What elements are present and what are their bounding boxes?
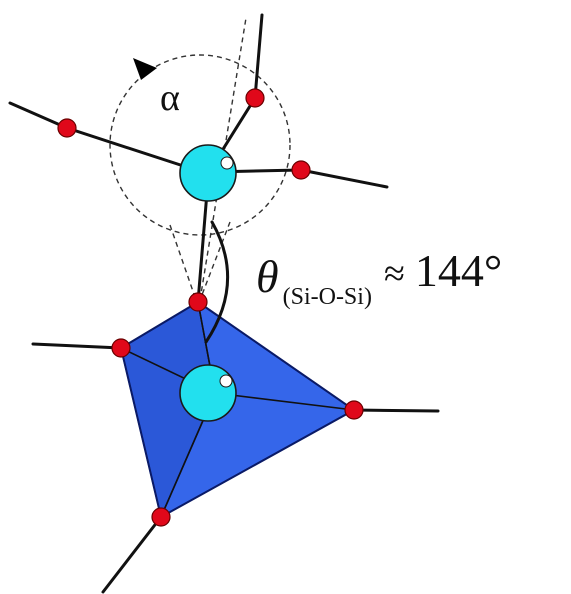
bond-external-bottom-lower (101, 515, 163, 594)
rotation-label-alpha: α (160, 77, 180, 119)
bond-upper-o-top-external (253, 13, 264, 100)
silicon-highlight-upper (220, 156, 234, 170)
oxygen-atom-lower-bottom (151, 507, 171, 527)
oxygen-atom-lower-left (111, 338, 131, 358)
oxygen-atom-bridge (188, 292, 208, 312)
angle-relation: ≈ (384, 253, 405, 295)
projection-line-left (169, 224, 197, 301)
angle-symbol: θ (256, 251, 279, 302)
oxygen-atom-upper-top (245, 88, 265, 108)
silicon-highlight-lower (219, 374, 233, 388)
silicon-atom-upper (179, 144, 237, 202)
angle-label: θ (Si-O-Si) ≈ 144° (256, 245, 502, 310)
rotation-axis-line (199, 17, 247, 301)
oxygen-atom-upper-left (57, 118, 77, 138)
silicon-atom-lower (179, 364, 237, 422)
bond-si-o-right-lower (214, 392, 355, 411)
rotation-arrow-icon (133, 58, 157, 80)
bond-external-left-lower (31, 342, 123, 350)
angle-theta-arc (204, 220, 229, 344)
bond-external-right-lower (352, 408, 440, 413)
rotation-circle (109, 54, 291, 236)
oxygen-atom-lower-right (344, 400, 364, 420)
bond-upper-o-right-external (299, 168, 389, 189)
projection-line-right (199, 221, 231, 301)
oxygen-atom-upper-right (291, 160, 311, 180)
bond-upper-o-left-external (8, 101, 69, 130)
angle-value: 144° (415, 245, 502, 296)
angle-subscript: (Si-O-Si) (283, 284, 372, 310)
